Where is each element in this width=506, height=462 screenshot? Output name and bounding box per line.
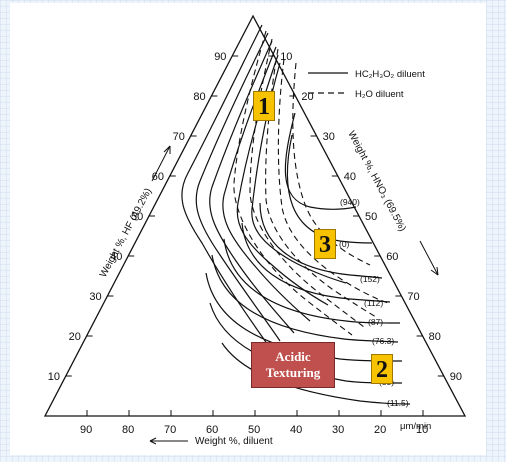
hno3-axis-arrowhead xyxy=(430,266,439,276)
rate-label: (87) xyxy=(368,317,383,327)
rate-contour-curve xyxy=(223,238,401,324)
diluent-tick-label: 60 xyxy=(206,424,218,436)
diluent-tick-label: 30 xyxy=(332,424,344,436)
solid-iso-etch-curve xyxy=(222,46,311,322)
solid-iso-etch-curve xyxy=(195,32,281,342)
diluent-tick-label: 70 xyxy=(164,424,176,436)
hno3-tick-label: 90 xyxy=(450,371,462,383)
legend-label-dashed: H₂O diluent xyxy=(355,89,404,100)
rate-label: (0) xyxy=(339,239,350,249)
rate-label: (152) xyxy=(360,274,380,284)
diluent-tick-label: 90 xyxy=(80,424,92,436)
texturing-line-1: Acidic xyxy=(275,349,311,364)
dashed-iso-etch-curve xyxy=(249,38,365,328)
rate-contour-curve xyxy=(241,222,391,303)
rate-contour-curve xyxy=(284,112,357,210)
diluent-tick-label: 40 xyxy=(290,424,302,436)
hno3-tick-label: 50 xyxy=(365,211,377,223)
rate-label: (940) xyxy=(340,197,360,207)
region-marker-3: 3 xyxy=(314,229,336,259)
texturing-line-2: Texturing xyxy=(265,365,321,380)
rate-label: (11.5) xyxy=(387,398,409,408)
hno3-tick-label: 60 xyxy=(386,251,398,263)
hno3-tick-label: 70 xyxy=(407,291,419,303)
hf-tick-label: 50 xyxy=(131,211,143,223)
hno3-tick-label: 10 xyxy=(280,51,292,63)
region-marker-1: 1 xyxy=(253,91,275,121)
solid-iso-etch-curve xyxy=(209,40,295,334)
diluent-tick-label: 50 xyxy=(248,424,260,436)
hf-axis-arrow xyxy=(151,145,171,182)
hf-tick-label: 70 xyxy=(173,131,185,143)
hno3-tick-label: 30 xyxy=(323,131,335,143)
hf-tick-label: 20 xyxy=(69,331,81,343)
hf-tick-label: 10 xyxy=(48,371,60,383)
diluent-tick-label: 10 xyxy=(416,424,428,436)
hf-tick-label: 30 xyxy=(89,291,101,303)
hf-tick-label: 80 xyxy=(193,91,205,103)
hf-tick-label: 90 xyxy=(214,51,226,63)
acidic-texturing-label: Acidic Texturing xyxy=(251,342,335,388)
region-marker-2: 2 xyxy=(371,354,393,384)
rate-label: (76.3) xyxy=(372,336,394,346)
hf-axis-title: Weight %, HF (49.2%) xyxy=(98,187,154,280)
hf-tick-label: 60 xyxy=(152,171,164,183)
rate-unit-label: μm/min xyxy=(400,421,431,432)
hf-tick-label: 40 xyxy=(110,251,122,263)
diluent-tick-label: 80 xyxy=(122,424,134,436)
hf-axis-arrowhead xyxy=(163,145,171,154)
diluent-axis-title: Weight %, diluent xyxy=(195,436,273,447)
rate-contour-curve xyxy=(259,202,383,279)
diluent-tick-label: 20 xyxy=(374,424,386,436)
dashed-iso-etch-curve xyxy=(233,30,353,336)
ternary-chart: (940)(0)(152)(112)(87)(76.3)(1)(33)(11.5… xyxy=(43,14,467,447)
dashed-iso-etch-curve xyxy=(292,62,371,266)
rate-contour-curve xyxy=(221,342,411,405)
dashed-iso-etch-curve xyxy=(277,58,389,304)
hno3-tick-label: 80 xyxy=(429,331,441,343)
hno3-axis-arrow xyxy=(419,240,439,276)
solid-iso-etch-curve xyxy=(181,24,273,352)
rate-contour-curve xyxy=(211,254,399,343)
hno3-tick-label: 20 xyxy=(301,91,313,103)
legend-label-solid: HC₂H₃O₂ diluent xyxy=(355,69,425,80)
hno3-tick-label: 40 xyxy=(344,171,356,183)
chart-panel: (940)(0)(152)(112)(87)(76.3)(1)(33)(11.5… xyxy=(10,3,486,455)
rate-label: (112) xyxy=(364,298,383,308)
diluent-axis-arrow xyxy=(149,437,188,445)
